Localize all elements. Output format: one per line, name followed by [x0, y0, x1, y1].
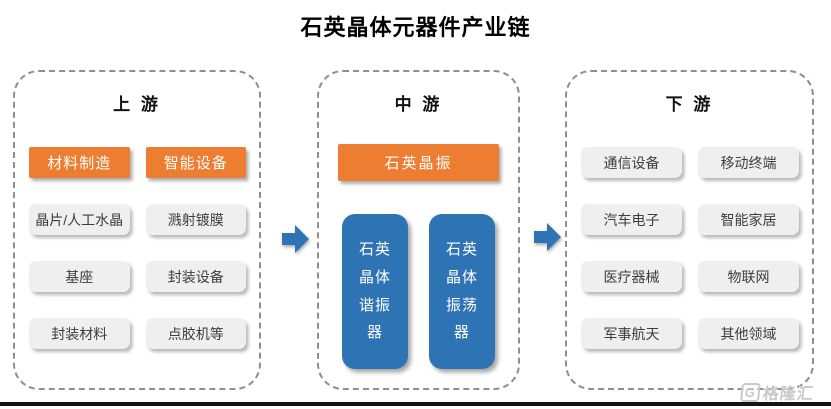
box-mobile-terminal: 移动终端 — [698, 147, 799, 178]
panel-downstream: 下 游 通信设备 移动终端 汽车电子 智能家居 医疗器械 物联网 军事航天 其他… — [565, 70, 814, 390]
box-wafer-artificial-crystal: 晶片/人工水晶 — [29, 204, 130, 235]
panel-midstream: 中 游 石英晶振 石英晶体谐振器 石英晶体振荡器 — [317, 70, 520, 390]
resonator-label: 石英晶体谐振器 — [358, 241, 391, 342]
box-internet-of-things: 物联网 — [698, 261, 799, 292]
oscillator-label: 石英晶体振荡器 — [445, 241, 478, 342]
box-dispenser-etc: 点胶机等 — [145, 318, 246, 349]
box-other-fields: 其他领域 — [698, 318, 799, 349]
box-quartz-crystal-unit: 石英晶振 — [338, 144, 499, 181]
bottom-border — [0, 402, 831, 406]
gelonghui-logo-icon: G — [739, 382, 761, 402]
box-packaging-materials: 封装材料 — [29, 318, 130, 349]
gelonghui-logo-text: 格隆汇 — [761, 386, 815, 403]
box-military-aerospace: 军事航天 — [581, 318, 682, 349]
gelonghui-watermark: G 格隆汇 — [739, 380, 816, 404]
box-base: 基座 — [29, 261, 130, 292]
box-automotive-electronics: 汽车电子 — [581, 204, 682, 235]
box-smart-equipment: 智能设备 — [145, 147, 246, 178]
box-packaging-equipment: 封装设备 — [145, 261, 246, 292]
box-smart-home: 智能家居 — [698, 204, 799, 235]
box-communication-equipment: 通信设备 — [581, 147, 682, 178]
box-quartz-crystal-resonator: 石英晶体谐振器 — [342, 214, 408, 369]
box-medical-devices: 医疗器械 — [581, 261, 682, 292]
page-title: 石英晶体元器件产业链 — [300, 15, 531, 40]
midstream-header: 中 游 — [394, 95, 443, 114]
box-material-manufacturing: 材料制造 — [29, 147, 130, 178]
midstream-tall-boxes: 石英晶体谐振器 石英晶体振荡器 — [319, 214, 518, 369]
panel-upstream: 上 游 材料制造 智能设备 晶片/人工水晶 溅射镀膜 基座 封装设备 封装材料 … — [13, 70, 261, 390]
upstream-grid: 材料制造 智能设备 晶片/人工水晶 溅射镀膜 基座 封装设备 封装材料 点胶机等 — [29, 147, 246, 349]
upstream-header: 上 游 — [113, 95, 161, 114]
box-sputter-coating: 溅射镀膜 — [145, 204, 246, 235]
downstream-header: 下 游 — [665, 95, 714, 114]
box-quartz-crystal-oscillator: 石英晶体振荡器 — [429, 214, 495, 369]
arrow-right-icon — [534, 221, 562, 253]
downstream-grid: 通信设备 移动终端 汽车电子 智能家居 医疗器械 物联网 军事航天 其他领域 — [581, 147, 799, 349]
arrow-right-icon — [282, 223, 310, 255]
